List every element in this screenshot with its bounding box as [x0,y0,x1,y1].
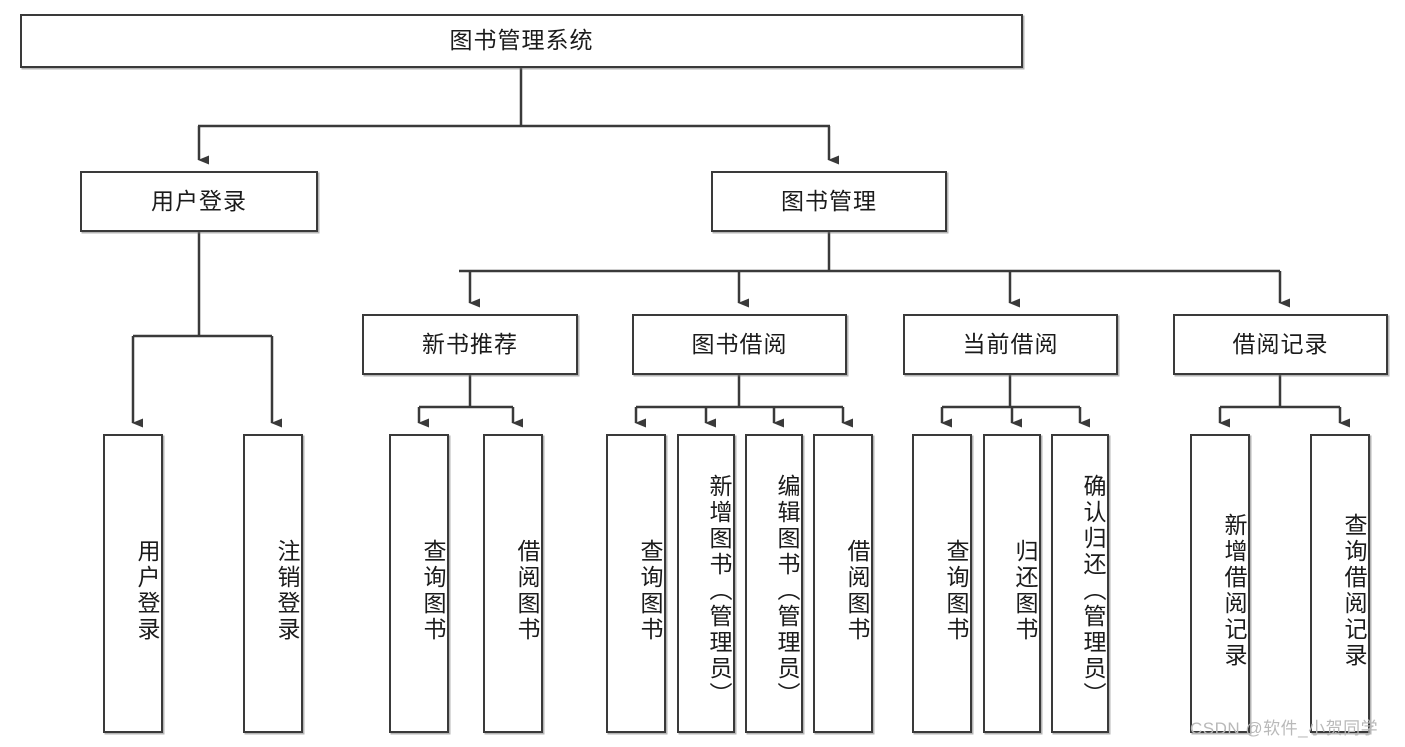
node-current[interactable]: 当前借阅 [903,314,1118,375]
node-leaf-bor-2[interactable]: 新增图书（管理员） [677,434,735,733]
node-leaf-rec-2[interactable]: 查询借阅记录 [1310,434,1370,733]
node-label-leaf-new-1: 查询图书 [420,538,446,643]
node-bookmgmt[interactable]: 图书管理 [711,171,947,232]
node-label-leaf-cur-1: 查询图书 [943,538,969,643]
node-leaf-cur-1[interactable]: 查询图书 [912,434,972,733]
node-label-current: 当前借阅 [962,330,1059,357]
node-leaf-bor-4[interactable]: 借阅图书 [813,434,873,733]
node-label-leaf-cur-3: 确认归还（管理员） [1080,473,1106,708]
node-leaf-cur-2[interactable]: 归还图书 [983,434,1041,733]
node-label-borrow: 图书借阅 [691,330,788,357]
node-borrow[interactable]: 图书借阅 [632,314,847,375]
node-label-leaf-new-2: 借阅图书 [514,538,540,643]
node-label-leaf-bor-2: 新增图书（管理员） [706,473,732,708]
node-label-leaf-rec-2: 查询借阅记录 [1341,512,1367,669]
node-leaf-login-1[interactable]: 用户登录 [103,434,163,733]
node-leaf-new-2[interactable]: 借阅图书 [483,434,543,733]
node-label-leaf-login-1: 用户登录 [134,538,160,643]
node-newbook[interactable]: 新书推荐 [362,314,578,375]
node-label-root: 图书管理系统 [449,27,594,54]
node-leaf-rec-1[interactable]: 新增借阅记录 [1190,434,1250,733]
node-label-leaf-rec-1: 新增借阅记录 [1221,512,1247,669]
node-label-leaf-bor-1: 查询图书 [637,538,663,643]
node-label-leaf-cur-2: 归还图书 [1012,538,1038,643]
node-leaf-cur-3[interactable]: 确认归还（管理员） [1051,434,1109,733]
node-label-bookmgmt: 图书管理 [781,187,877,214]
node-leaf-new-1[interactable]: 查询图书 [389,434,449,733]
node-label-leaf-bor-4: 借阅图书 [844,538,870,643]
node-label-leaf-login-2: 注销登录 [274,538,300,643]
node-label-newbook: 新书推荐 [422,330,518,357]
node-login[interactable]: 用户登录 [80,171,318,232]
node-label-login: 用户登录 [151,187,247,214]
node-label-leaf-bor-3: 编辑图书（管理员） [774,473,800,708]
node-root[interactable]: 图书管理系统 [20,14,1023,68]
csdn-watermark: CSDN @软件_小贺同学 [1190,719,1379,738]
node-leaf-bor-1[interactable]: 查询图书 [606,434,666,733]
node-label-records: 借阅记录 [1232,330,1329,357]
node-leaf-bor-3[interactable]: 编辑图书（管理员） [745,434,803,733]
node-leaf-login-2[interactable]: 注销登录 [243,434,303,733]
node-records[interactable]: 借阅记录 [1173,314,1388,375]
